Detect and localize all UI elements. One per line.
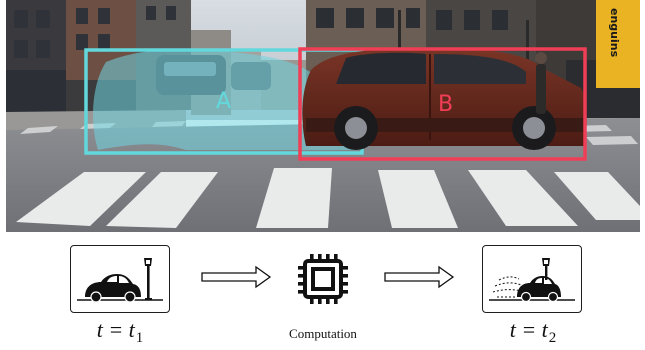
cpu-chip-icon <box>298 254 348 304</box>
time-label-1: t = t1 <box>96 317 144 346</box>
computation-caption: Computation <box>289 326 357 341</box>
suv-car <box>302 48 587 150</box>
moving-car-at-streetlamp-icon <box>489 258 575 303</box>
right-arrow-icon <box>201 265 272 289</box>
car-at-streetlamp-icon <box>77 258 163 303</box>
right-arrow-icon <box>384 265 455 289</box>
street-scene-photo: enguins <box>6 0 640 232</box>
frame-time-2 <box>482 245 582 313</box>
region-b-box <box>298 47 587 161</box>
region-b-label: B <box>438 92 454 117</box>
time-label-2: t = t2 <box>509 317 557 346</box>
store-sign-text: enguins <box>608 8 621 58</box>
region-a-label: A <box>216 89 232 114</box>
frame-time-1 <box>70 245 170 313</box>
region-a-mask <box>93 49 361 150</box>
